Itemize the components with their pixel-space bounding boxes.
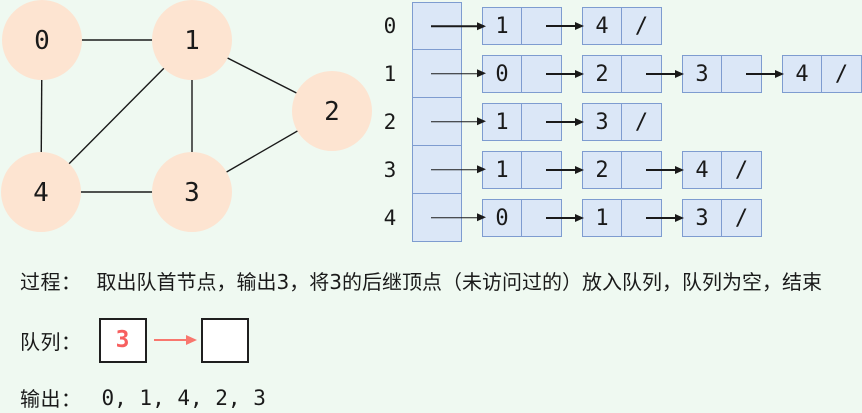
adjacency-row: 1 0 2 3 4 / [380,50,862,98]
pointer-arrow [646,217,682,219]
head-pointer-cell [412,146,484,194]
graph-node [152,152,232,232]
graph-node-label: 4 [33,178,49,208]
vertex-index-label: 4 [383,206,397,230]
pointer-arrow [546,121,582,123]
list-node-null: / [734,157,749,183]
head-pointer-arrow [431,168,484,171]
queue-item-box: 3 [98,317,147,363]
pointer-arrow [546,217,582,219]
head-pointer-cell [412,50,484,98]
pointer-arrow [546,73,582,75]
list-node-value: 2 [583,56,622,92]
pointer-arrow [546,25,582,27]
list-node: 2 [582,151,662,189]
pointer-arrow [546,169,582,171]
pointer-arrow [746,73,782,75]
list-node-value: 4 [683,152,722,188]
graph-node-label: 3 [184,178,200,208]
list-node: 4 / [782,55,862,93]
list-node-value: 0 [483,56,522,92]
head-pointer-arrow [431,120,484,123]
graph-diagram: 0 1 2 3 4 [0,0,382,252]
adjacency-list: 0 1 4 / 1 0 2 3 4 / [380,2,862,242]
list-node-value: 2 [583,152,622,188]
vertex-index-label: 1 [383,62,397,86]
adjacency-row: 2 1 3 / [380,98,862,146]
process-label: 过程： [20,270,82,294]
graph-node [292,71,372,151]
graph-node [1,152,81,232]
list-node: 4 / [682,151,762,189]
list-node: 3 / [582,103,662,141]
list-node-value: 3 [583,104,622,140]
list-node-value: 1 [483,152,522,188]
graph-node-label: 0 [34,26,50,56]
queue-label: 队列： [20,329,82,354]
head-pointer-arrow [431,25,484,27]
output-label: 输出： [20,387,82,411]
head-pointer-arrow [431,72,484,75]
list-node-value: 1 [483,8,522,44]
pointer-arrow [646,169,682,171]
list-node: 0 [482,199,562,237]
output-section: 输出： 0, 1, 4, 2, 3 [20,383,266,412]
list-node-value: 4 [783,56,822,92]
graph-node [2,0,82,80]
list-node-value: 4 [583,8,622,44]
list-node-null: / [634,109,649,135]
process-section: 过程： 取出队首节点，输出3，将3的后继顶点（未访问过的）放入队列，队列为空，结… [20,266,822,295]
list-node-value: 3 [683,56,722,92]
graph-node-label: 1 [184,26,200,56]
list-node-null: / [734,205,749,231]
queue-empty-box [200,317,249,363]
head-pointer-cell [412,2,484,50]
process-text: 取出队首节点，输出3，将3的后继顶点（未访问过的）放入队列，队列为空，结束 [96,270,822,294]
queue-item-value: 3 [115,327,130,353]
adjacency-row: 3 1 2 4 / [380,146,862,194]
adjacency-row: 0 1 4 / [380,2,862,50]
head-pointer-cell [412,98,484,146]
queue-arrow [153,338,195,342]
list-node-value: 1 [583,200,622,236]
list-node-null: / [834,61,849,87]
adjacency-row: 4 0 1 3 / [380,194,862,242]
list-node-null: / [634,13,649,39]
list-node: 3 / [682,199,762,237]
vertex-index-label: 2 [383,110,397,134]
list-node-value: 1 [483,104,522,140]
list-node-value: 3 [683,200,722,236]
list-node: 4 / [582,7,662,45]
pointer-arrow [646,73,682,75]
graph-svg: 0 1 2 3 4 [1,0,372,232]
graph-node-label: 2 [324,97,340,127]
head-pointer-arrow [431,216,484,219]
head-pointer-cell [412,194,484,242]
output-values: 0, 1, 4, 2, 3 [101,385,266,410]
vertex-index-label: 0 [383,14,397,38]
list-node-value: 0 [483,200,522,236]
graph-node [152,0,232,80]
vertex-index-label: 3 [383,158,397,182]
queue-section: 队列： 3 [20,316,249,364]
